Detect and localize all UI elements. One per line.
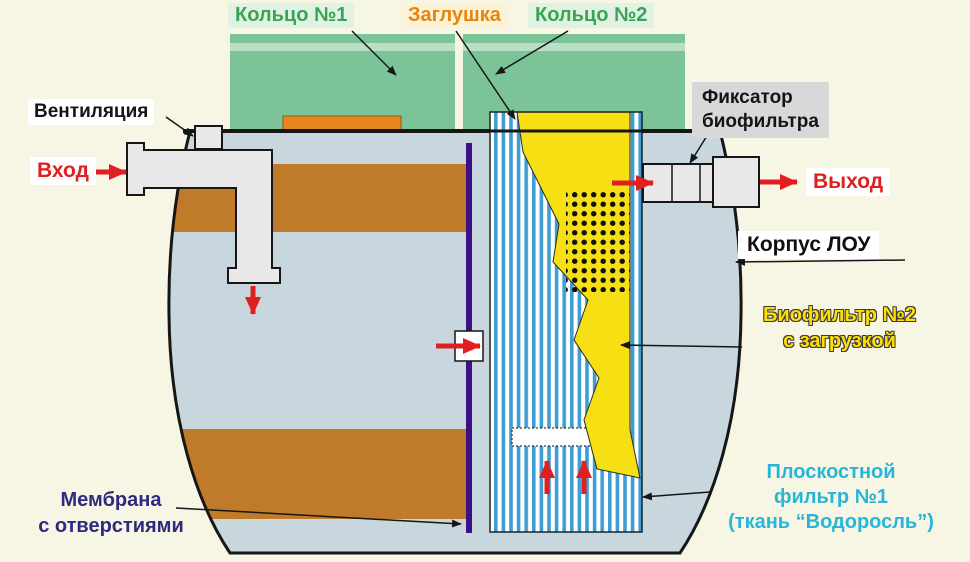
biofilter-column [489,111,643,533]
label-ring1: Кольцо №1 [228,3,355,28]
leader-plug [455,30,516,120]
label-inlet: Вход [30,157,96,185]
label-membrane-line2: с отверстиями [38,515,184,537]
outlet-pipe [642,156,760,208]
biofilter-granules [566,192,630,292]
leader-lines [165,30,906,528]
label-membrane-line1: Мембрана [60,489,162,511]
leader-housing [735,257,906,266]
column-outline [489,111,643,533]
label-fixator: Фиксатор биофильтра [692,82,829,138]
leader-ring1 [351,30,397,76]
label-ring2: Кольцо №2 [528,3,655,28]
sludge-layer-bottom [168,429,468,519]
flow-arrows [88,164,798,494]
leader-ring2 [495,30,569,75]
inlet-pipe [126,142,281,284]
leader-planar-filter [642,491,711,501]
label-outlet: Выход [806,168,891,196]
label-planar-line3: (ткань “Водоросль”) [728,511,934,533]
label-biofilter-line1: Биофильтр №2 [763,304,916,326]
label-biofilter: Биофильтр №2 с загрузкой [742,302,937,354]
leader-membrane [175,507,462,528]
label-biofilter-line2: с загрузкой [783,330,896,352]
leader-ventilation [165,116,194,137]
leader-biofilter [620,341,743,350]
vent-pipe [194,125,223,150]
label-fixator-line2: биофильтра [702,110,819,132]
label-fixator-line1: Фиксатор [702,87,793,108]
label-planar-filter: Плоскостной фильтр №1 (ткань “Водоросль”… [698,460,964,535]
label-plug: Заглушка [401,3,508,28]
label-planar-line1: Плоскостной [766,461,896,483]
label-planar-line2: фильтр №1 [773,486,889,508]
concrete-ring-1 [230,34,455,131]
label-housing: Корпус ЛОУ [738,231,880,259]
label-ventilation: Вентиляция [28,99,155,125]
label-membrane: Мембрана с отверстиями [22,487,200,539]
